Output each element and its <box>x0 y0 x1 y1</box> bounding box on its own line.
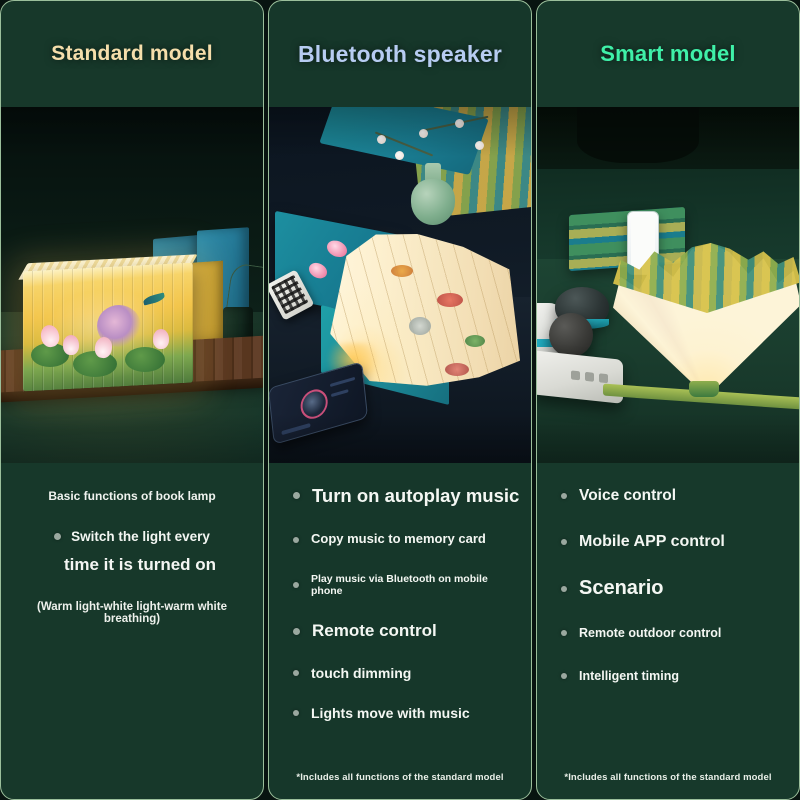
footnote-smart: *Includes all functions of the standard … <box>564 772 772 783</box>
bullet-icon <box>54 533 62 541</box>
bullet-icon <box>293 492 300 500</box>
bullet-icon <box>293 710 299 717</box>
page-artwork <box>465 335 485 347</box>
bullet-icon <box>561 539 567 545</box>
lotus-leaf <box>125 347 165 372</box>
page-artwork <box>391 265 413 277</box>
bullet-icon <box>561 492 567 499</box>
product-photo-bluetooth <box>269 107 531 463</box>
list-item: Remote outdoor control <box>547 626 789 640</box>
scene-bluetooth-lamp <box>269 107 531 463</box>
bullet-icon <box>293 669 299 676</box>
fan-hub <box>689 381 719 397</box>
album-art-disc <box>299 386 330 423</box>
feature-label: Mobile APP control <box>579 532 725 550</box>
list-item: Play music via Bluetooth on mobile phone <box>279 573 521 597</box>
list-item: Mobile APP control <box>547 533 789 551</box>
list-item: Scenario <box>547 577 789 600</box>
feature-label: Switch the light every <box>71 529 210 544</box>
bullet-icon <box>293 536 299 543</box>
list-item: Switch the light every <box>54 529 210 545</box>
feature-label: touch dimming <box>311 664 412 681</box>
panel-header-standard: Standard model <box>1 1 263 107</box>
footnote-bluetooth: *Includes all functions of the standard … <box>296 772 504 783</box>
panel-smart-model[interactable]: Smart model <box>536 0 800 800</box>
page-title-bluetooth: Bluetooth speaker <box>297 40 503 67</box>
list-item: Lights move with music <box>279 705 521 721</box>
page-artwork <box>445 363 469 376</box>
panel-header-bluetooth: Bluetooth speaker <box>269 1 531 107</box>
bullet-icon <box>561 630 567 637</box>
panel-bluetooth-speaker[interactable]: Bluetooth speaker <box>268 0 532 800</box>
feature-label: Remote outdoor control <box>579 626 722 641</box>
blossom <box>377 135 386 144</box>
feature-list-standard: Basic functions of book lamp Switch the … <box>1 463 263 799</box>
backdrop-wall <box>537 107 799 169</box>
feature-label: Play music via Bluetooth on mobile phone <box>311 573 488 598</box>
list-item: touch dimming <box>279 665 521 681</box>
list-item: Voice control <box>547 487 789 505</box>
list-item: Remote control <box>279 621 521 641</box>
feature-list-smart: Voice control Mobile APP control Scenari… <box>537 463 799 799</box>
feature-label: Turn on autoplay music <box>312 485 520 506</box>
lotus-flower <box>63 335 79 355</box>
feature-note: (Warm light-white light-warm white breat… <box>37 600 227 625</box>
blossom <box>419 129 428 138</box>
list-item: Intelligent timing <box>547 669 789 683</box>
bullet-icon <box>293 627 300 635</box>
speaker-button <box>585 371 594 382</box>
feature-heading: Basic functions of book lamp <box>48 489 216 503</box>
speaker-button <box>571 370 580 381</box>
page-artwork <box>437 293 463 307</box>
bullet-icon <box>561 672 567 679</box>
ui-bar <box>329 376 356 388</box>
list-item: Copy music to memory card <box>279 531 521 547</box>
green-vase <box>411 179 455 225</box>
vase-neck <box>425 163 441 183</box>
ui-bar <box>330 389 349 398</box>
panel-header-smart: Smart model <box>537 1 799 107</box>
peony-motif <box>309 261 327 280</box>
blossom <box>455 119 464 128</box>
scene-standard-lamp <box>1 107 263 463</box>
feature-label: Voice control <box>579 487 677 504</box>
blossom <box>395 151 404 160</box>
lotus-flower <box>153 329 169 349</box>
feature-label: Intelligent timing <box>579 668 679 683</box>
smart-speaker-ball <box>549 313 593 357</box>
page-artwork <box>409 317 431 335</box>
feature-label: Remote control <box>312 621 437 641</box>
bullet-icon <box>561 585 567 592</box>
wall-notch <box>577 107 699 163</box>
list-item: Turn on autoplay music <box>279 485 521 506</box>
progress-bar <box>281 422 311 436</box>
feature-label: Copy music to memory card <box>311 531 486 547</box>
panel-standard-model[interactable]: Standard model <box>0 0 264 800</box>
peony-motif <box>327 238 347 259</box>
feature-label: Scenario <box>579 577 664 600</box>
page-title-smart: Smart model <box>600 41 736 66</box>
feature-label-continued: time it is turned on <box>63 554 217 574</box>
feature-list-bluetooth: Turn on autoplay music Copy music to mem… <box>269 463 531 799</box>
feature-label: Lights move with music <box>311 704 470 721</box>
scene-smart-lamp <box>537 107 799 463</box>
page-title-standard: Standard model <box>51 42 213 65</box>
product-photo-standard <box>1 107 263 463</box>
floral-book-top <box>319 107 489 175</box>
product-photo-smart <box>537 107 799 463</box>
blossom <box>475 141 484 150</box>
bullet-icon <box>293 582 299 589</box>
lotus-leaf <box>73 351 117 377</box>
speaker-button <box>599 373 608 384</box>
